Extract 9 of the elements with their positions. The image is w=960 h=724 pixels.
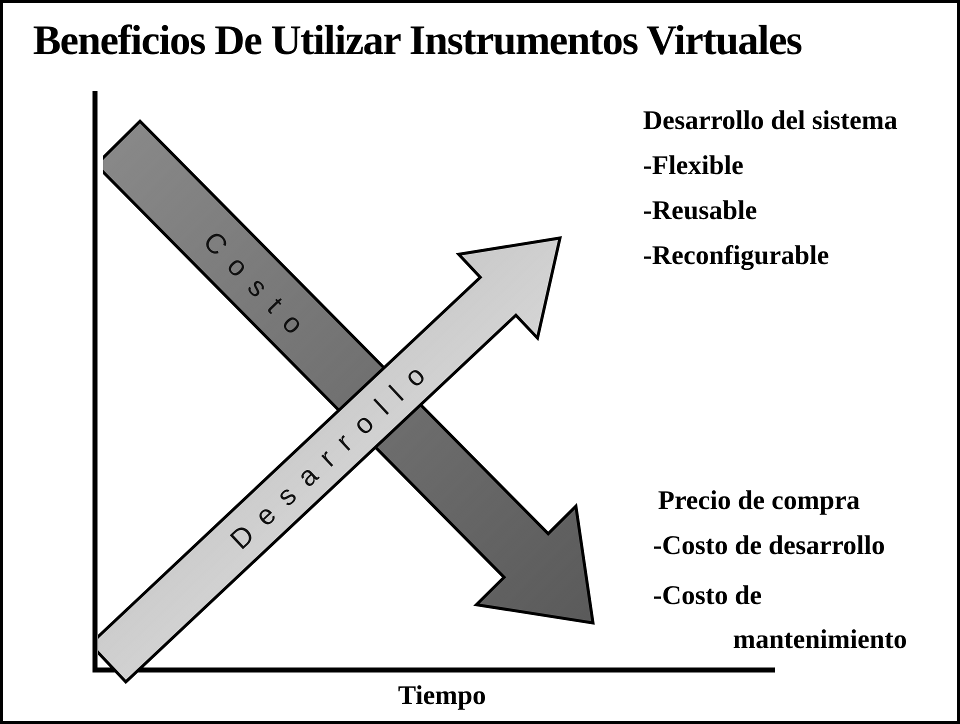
- list-item: -Reconfigurable: [643, 239, 829, 272]
- axis-label: Tiempo: [398, 679, 486, 712]
- list-item: -Flexible: [643, 149, 744, 182]
- list-item: -Costo de mantenimiento: [653, 579, 908, 656]
- list-item: -Reusable: [643, 194, 757, 227]
- list-heading: Desarrollo del sistema: [643, 104, 898, 137]
- list-heading: Precio de compra: [658, 484, 860, 517]
- list-item: -Costo de desarrollo: [653, 529, 885, 562]
- slide-title: Beneficios De Utilizar Instrumentos Virtuales: [33, 17, 802, 65]
